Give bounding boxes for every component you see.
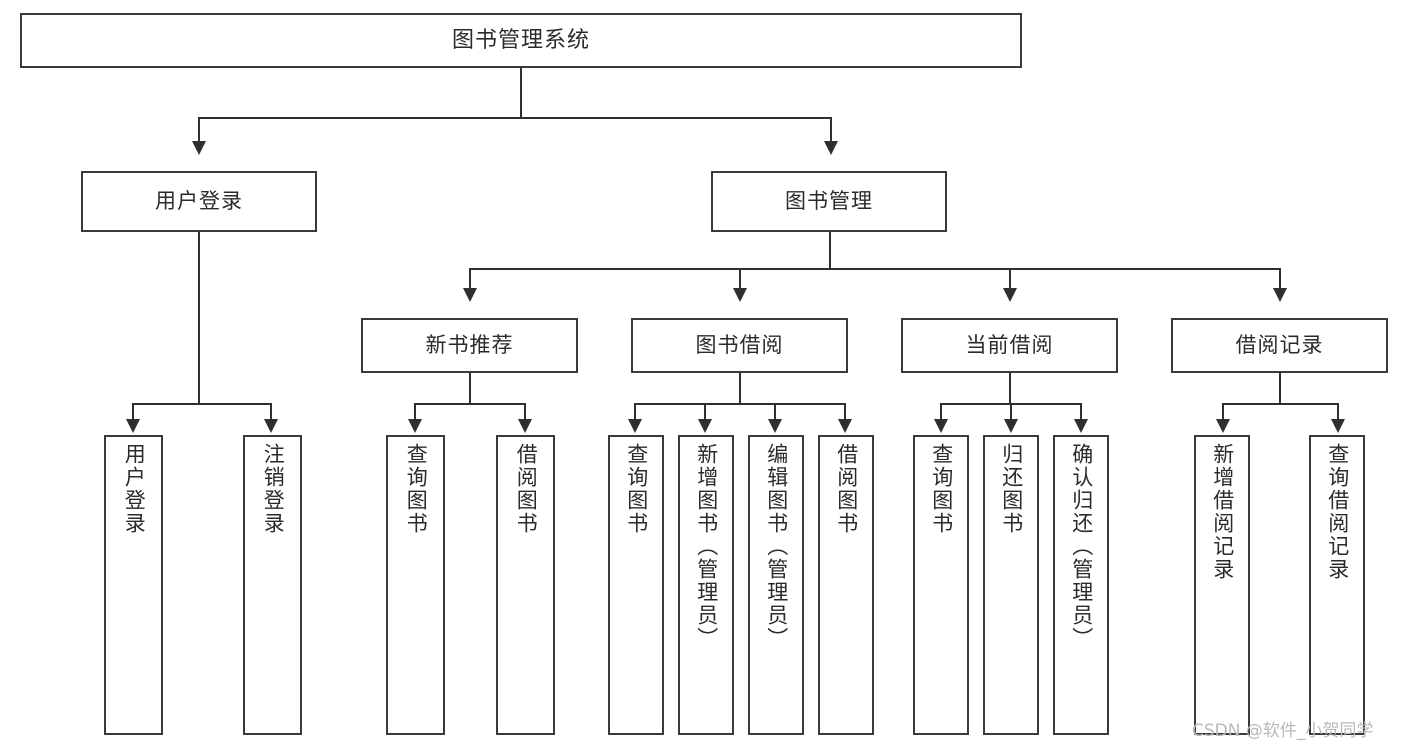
node-label: 确认归还（管理员） (1069, 443, 1094, 650)
connector-new-book-bar (414, 403, 526, 405)
connector-user-login-child-2 (270, 403, 272, 421)
node-label: 图书借阅 (695, 333, 784, 358)
node-label: 当前借阅 (965, 333, 1054, 358)
connector-user-login-child-1 (132, 403, 134, 421)
arrowhead-root-to-book-management (824, 141, 838, 155)
node-root-book-management-system[interactable]: 图书管理系统 (20, 13, 1022, 68)
connector-borrow-record-child-1 (1222, 403, 1224, 421)
arrowhead-borrow-record-child-2 (1331, 419, 1345, 433)
node-label: 用户登录 (122, 443, 147, 535)
leaf-borrow-record-add-record[interactable]: 新增借阅记录 (1194, 435, 1250, 735)
connector-user-login-stem (198, 232, 200, 405)
leaf-borrow-record-query-record[interactable]: 查询借阅记录 (1309, 435, 1365, 735)
node-label: 编辑图书（管理员） (764, 443, 789, 650)
leaf-book-borrow-query-book[interactable]: 查询图书 (608, 435, 664, 735)
connector-root-to-user-login (198, 117, 200, 141)
connector-borrow-record-child-2 (1337, 403, 1339, 421)
arrowhead-current-borrow-child-3 (1074, 419, 1088, 433)
arrowhead-bm-to-borrow-record (1273, 288, 1287, 302)
leaf-book-borrow-add-book-admin[interactable]: 新增图书（管理员） (678, 435, 734, 735)
node-label: 查询图书 (929, 443, 954, 535)
node-new-book-recommend[interactable]: 新书推荐 (361, 318, 578, 373)
leaf-current-borrow-query-book[interactable]: 查询图书 (913, 435, 969, 735)
connector-root-to-book-management (830, 117, 832, 141)
leaf-current-borrow-confirm-return-admin[interactable]: 确认归还（管理员） (1053, 435, 1109, 735)
node-borrow-record[interactable]: 借阅记录 (1171, 318, 1388, 373)
arrowhead-new-book-child-2 (518, 419, 532, 433)
arrowhead-bm-to-current-borrow (1003, 288, 1017, 302)
connector-book-borrow-child-3 (774, 403, 776, 421)
node-user-login[interactable]: 用户登录 (81, 171, 317, 232)
arrowhead-current-borrow-child-1 (934, 419, 948, 433)
node-book-borrow[interactable]: 图书借阅 (631, 318, 848, 373)
connector-root-stem (520, 68, 522, 117)
node-label: 借阅记录 (1235, 333, 1324, 358)
connector-current-borrow-child-2 (1010, 403, 1012, 421)
node-label: 借阅图书 (834, 443, 859, 535)
arrowhead-book-borrow-child-1 (628, 419, 642, 433)
leaf-user-login-logout[interactable]: 注销登录 (243, 435, 302, 735)
connector-borrow-record-stem (1279, 373, 1281, 405)
node-book-management[interactable]: 图书管理 (711, 171, 947, 232)
arrowhead-user-login-child-1 (126, 419, 140, 433)
connector-new-book-child-2 (524, 403, 526, 421)
node-label: 归还图书 (999, 443, 1024, 535)
node-label: 注销登录 (261, 443, 286, 535)
node-label: 新增借阅记录 (1210, 443, 1235, 581)
arrowhead-user-login-child-2 (264, 419, 278, 433)
connector-current-borrow-child-1 (940, 403, 942, 421)
arrowhead-current-borrow-child-2 (1004, 419, 1018, 433)
node-label: 图书管理系统 (451, 27, 590, 53)
connector-bm-to-new-book (469, 268, 471, 290)
arrowhead-book-borrow-child-4 (838, 419, 852, 433)
connector-book-borrow-child-2 (704, 403, 706, 421)
node-label: 查询图书 (404, 443, 429, 535)
connector-bm-to-current-borrow (1009, 268, 1011, 290)
connector-bm-to-book-borrow (739, 268, 741, 290)
connector-book-management-bar (469, 268, 1281, 270)
arrowhead-book-borrow-child-2 (698, 419, 712, 433)
node-current-borrow[interactable]: 当前借阅 (901, 318, 1118, 373)
node-label: 新书推荐 (425, 333, 514, 358)
connector-user-login-bar (132, 403, 271, 405)
node-label: 图书管理 (785, 189, 873, 214)
connector-book-management-stem (829, 232, 831, 270)
leaf-new-book-query-book[interactable]: 查询图书 (386, 435, 445, 735)
connector-borrow-record-bar (1222, 403, 1339, 405)
leaf-new-book-borrow-book[interactable]: 借阅图书 (496, 435, 555, 735)
node-label: 用户登录 (155, 189, 243, 214)
leaf-book-borrow-borrow-book[interactable]: 借阅图书 (818, 435, 874, 735)
arrowhead-borrow-record-child-1 (1216, 419, 1230, 433)
connector-book-borrow-stem (739, 373, 741, 405)
node-label: 新增图书（管理员） (694, 443, 719, 650)
connector-new-book-stem (469, 373, 471, 405)
connector-current-borrow-stem (1009, 373, 1011, 405)
leaf-current-borrow-return-book[interactable]: 归还图书 (983, 435, 1039, 735)
node-label: 查询图书 (624, 443, 649, 535)
arrowhead-bm-to-new-book (463, 288, 477, 302)
leaf-book-borrow-edit-book-admin[interactable]: 编辑图书（管理员） (748, 435, 804, 735)
connector-bm-to-borrow-record (1279, 268, 1281, 290)
leaf-user-login-login[interactable]: 用户登录 (104, 435, 163, 735)
node-label: 查询借阅记录 (1325, 443, 1350, 581)
connector-book-borrow-child-4 (844, 403, 846, 421)
arrowhead-book-borrow-child-3 (768, 419, 782, 433)
connector-book-borrow-bar (634, 403, 846, 405)
arrowhead-root-to-user-login (192, 141, 206, 155)
connector-current-borrow-child-3 (1080, 403, 1082, 421)
connector-book-borrow-child-1 (634, 403, 636, 421)
arrowhead-new-book-child-1 (408, 419, 422, 433)
node-label: 借阅图书 (514, 443, 539, 535)
connector-new-book-child-1 (414, 403, 416, 421)
connector-root-bar (198, 117, 832, 119)
arrowhead-bm-to-book-borrow (733, 288, 747, 302)
